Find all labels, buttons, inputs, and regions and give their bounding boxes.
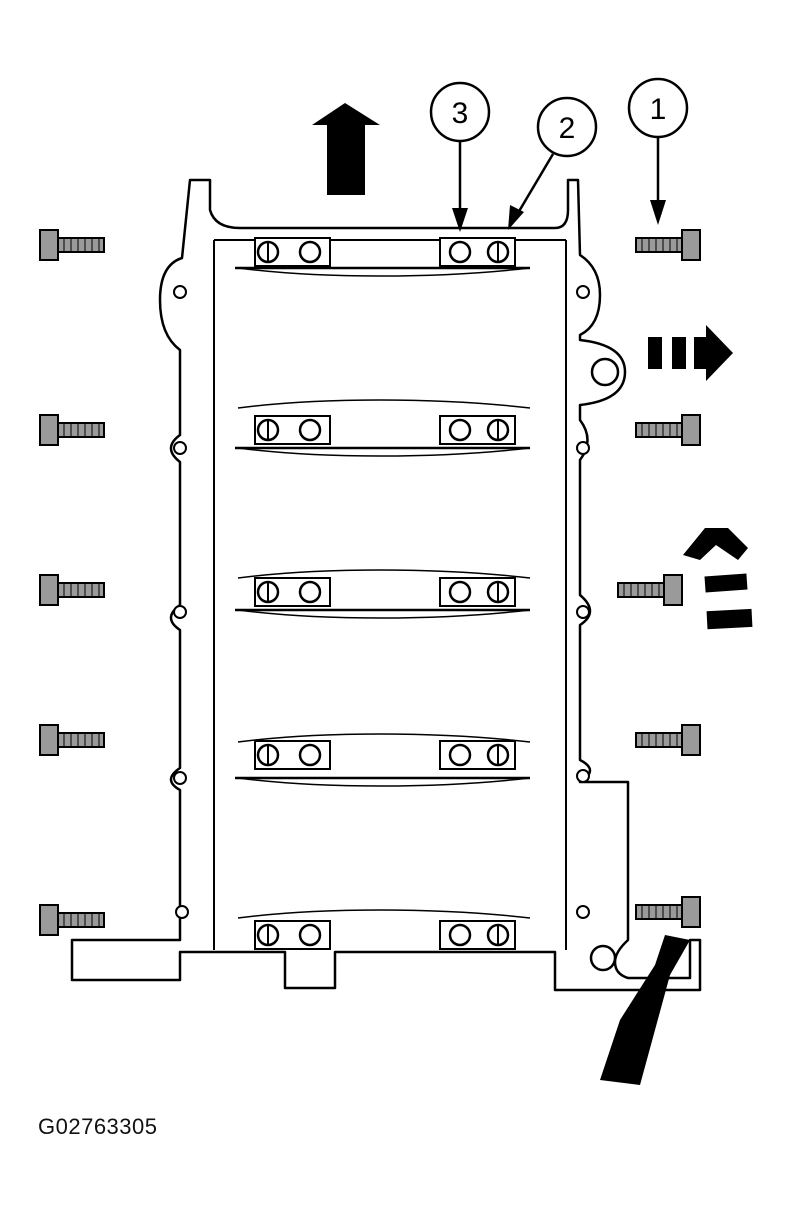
bolt-head — [39, 574, 59, 606]
bolt-shank — [635, 237, 683, 253]
bolt-head — [681, 414, 701, 446]
bolt-head — [681, 229, 701, 261]
bolt — [39, 724, 105, 756]
bolt — [39, 904, 105, 936]
locating-hole — [576, 605, 590, 619]
cap-lip-bottom — [237, 909, 531, 919]
bolt-shank — [57, 422, 105, 438]
bolt — [635, 414, 701, 446]
bolt-holes — [254, 237, 516, 950]
bearing-caps — [235, 266, 531, 919]
bolt-head — [681, 724, 701, 756]
bolt-head — [39, 724, 59, 756]
bolt-hole — [298, 418, 322, 442]
callout-2-label: 2 — [559, 112, 576, 145]
bolt-hole — [298, 580, 322, 604]
bolt-head — [39, 904, 59, 936]
bolt-shank — [57, 237, 105, 253]
bolt — [39, 229, 105, 261]
bolt-hole — [298, 240, 322, 264]
cap-lip-top — [237, 777, 531, 787]
locating-hole — [173, 285, 187, 299]
callout-1-label: 1 — [650, 93, 667, 126]
locating-hole — [173, 441, 187, 455]
bolts — [39, 229, 701, 936]
bolt-hole — [448, 418, 472, 442]
locating-hole — [173, 605, 187, 619]
locating-hole — [173, 771, 187, 785]
bolt — [635, 724, 701, 756]
bolt — [39, 414, 105, 446]
cap-lip-bottom — [237, 569, 531, 579]
outer-plate-outline — [70, 178, 702, 992]
callout-2: 2 — [508, 96, 598, 230]
dashed-right-arrow — [648, 325, 733, 381]
bolt-head — [39, 414, 59, 446]
locating-hole — [576, 285, 590, 299]
bolt-shank — [57, 582, 105, 598]
bolt-head — [663, 574, 683, 606]
bolt-hole — [298, 743, 322, 767]
locating-hole — [576, 769, 590, 783]
bolt — [617, 574, 683, 606]
bolt-shank — [57, 732, 105, 748]
bolt — [635, 896, 701, 928]
callout-3: 3 — [429, 81, 491, 232]
bolt-shank — [635, 732, 683, 748]
bolt-hole — [448, 923, 472, 947]
bolt-hole — [298, 923, 322, 947]
figure-id: G02763305 — [38, 1114, 158, 1139]
bolt — [635, 229, 701, 261]
bolt-head — [681, 896, 701, 928]
stacked-up-arrow — [683, 528, 753, 630]
cap-lip-top — [237, 447, 531, 457]
bolt-hole — [448, 240, 472, 264]
locating-hole — [576, 905, 590, 919]
dowel-hole — [589, 944, 617, 972]
dowel-hole — [590, 357, 620, 387]
locating-hole — [576, 441, 590, 455]
bolt-shank — [57, 912, 105, 928]
bolt-hole — [448, 743, 472, 767]
callout-3-label: 3 — [452, 97, 469, 130]
callout-1: 1 — [627, 77, 689, 225]
bolt-shank — [617, 582, 665, 598]
install-direction-arrow — [600, 935, 690, 1085]
locating-holes — [173, 285, 620, 972]
bolt-shank — [635, 904, 683, 920]
cap-lip-bottom — [237, 733, 531, 743]
cap-lip-top — [237, 267, 531, 277]
bolt-head — [39, 229, 59, 261]
cap-lip-top — [237, 609, 531, 619]
bolt-hole — [448, 580, 472, 604]
bolt-shank — [635, 422, 683, 438]
cap-lip-bottom — [237, 399, 531, 409]
bolt — [39, 574, 105, 606]
front-direction-arrow — [312, 103, 380, 195]
locating-hole — [175, 905, 189, 919]
